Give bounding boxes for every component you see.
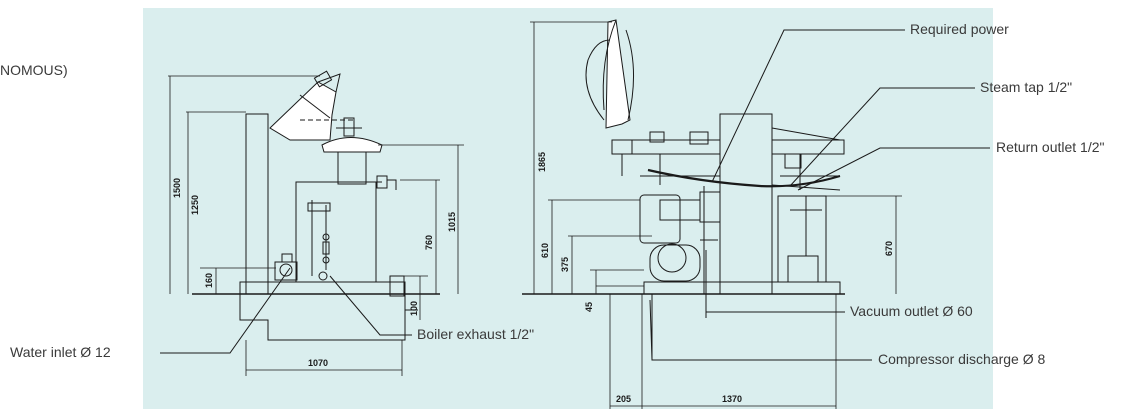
dim-160: 160 <box>204 273 214 288</box>
dim-760: 760 <box>424 235 434 250</box>
header-fragment: NOMOUS) <box>0 62 68 78</box>
dim-1370: 1370 <box>722 394 742 404</box>
dim-1865: 1865 <box>537 152 547 172</box>
dim-1500: 1500 <box>172 178 182 198</box>
right-machine-view <box>522 19 845 360</box>
dim-375: 375 <box>560 257 570 272</box>
callout-leaders <box>160 29 990 361</box>
dim-670: 670 <box>884 241 894 256</box>
dim-610: 610 <box>540 243 550 258</box>
left-machine-view <box>192 70 440 341</box>
return-outlet-label: Return outlet 1/2" <box>996 139 1105 155</box>
dim-1015: 1015 <box>447 212 457 232</box>
compressor-discharge-label: Compressor discharge Ø 8 <box>878 351 1046 367</box>
steam-tap-label: Steam tap 1/2" <box>980 79 1073 95</box>
right-dimension-lines <box>530 21 902 409</box>
boiler-exhaust-label: Boiler exhaust 1/2" <box>417 326 535 342</box>
dim-1250: 1250 <box>190 195 200 215</box>
required-power-label: Required power <box>910 21 1009 37</box>
dim-100: 100 <box>409 301 419 316</box>
dim-205: 205 <box>616 394 631 404</box>
water-inlet-label: Water inlet Ø 12 <box>10 344 111 360</box>
dim-1070: 1070 <box>308 358 328 368</box>
dimension-labels: 1500 1250 160 1015 760 100 1070 1865 610… <box>172 152 894 404</box>
vacuum-outlet-label: Vacuum outlet Ø 60 <box>850 303 973 319</box>
background-panel <box>143 8 993 409</box>
dim-45: 45 <box>584 302 594 312</box>
left-dimension-lines <box>168 75 464 376</box>
